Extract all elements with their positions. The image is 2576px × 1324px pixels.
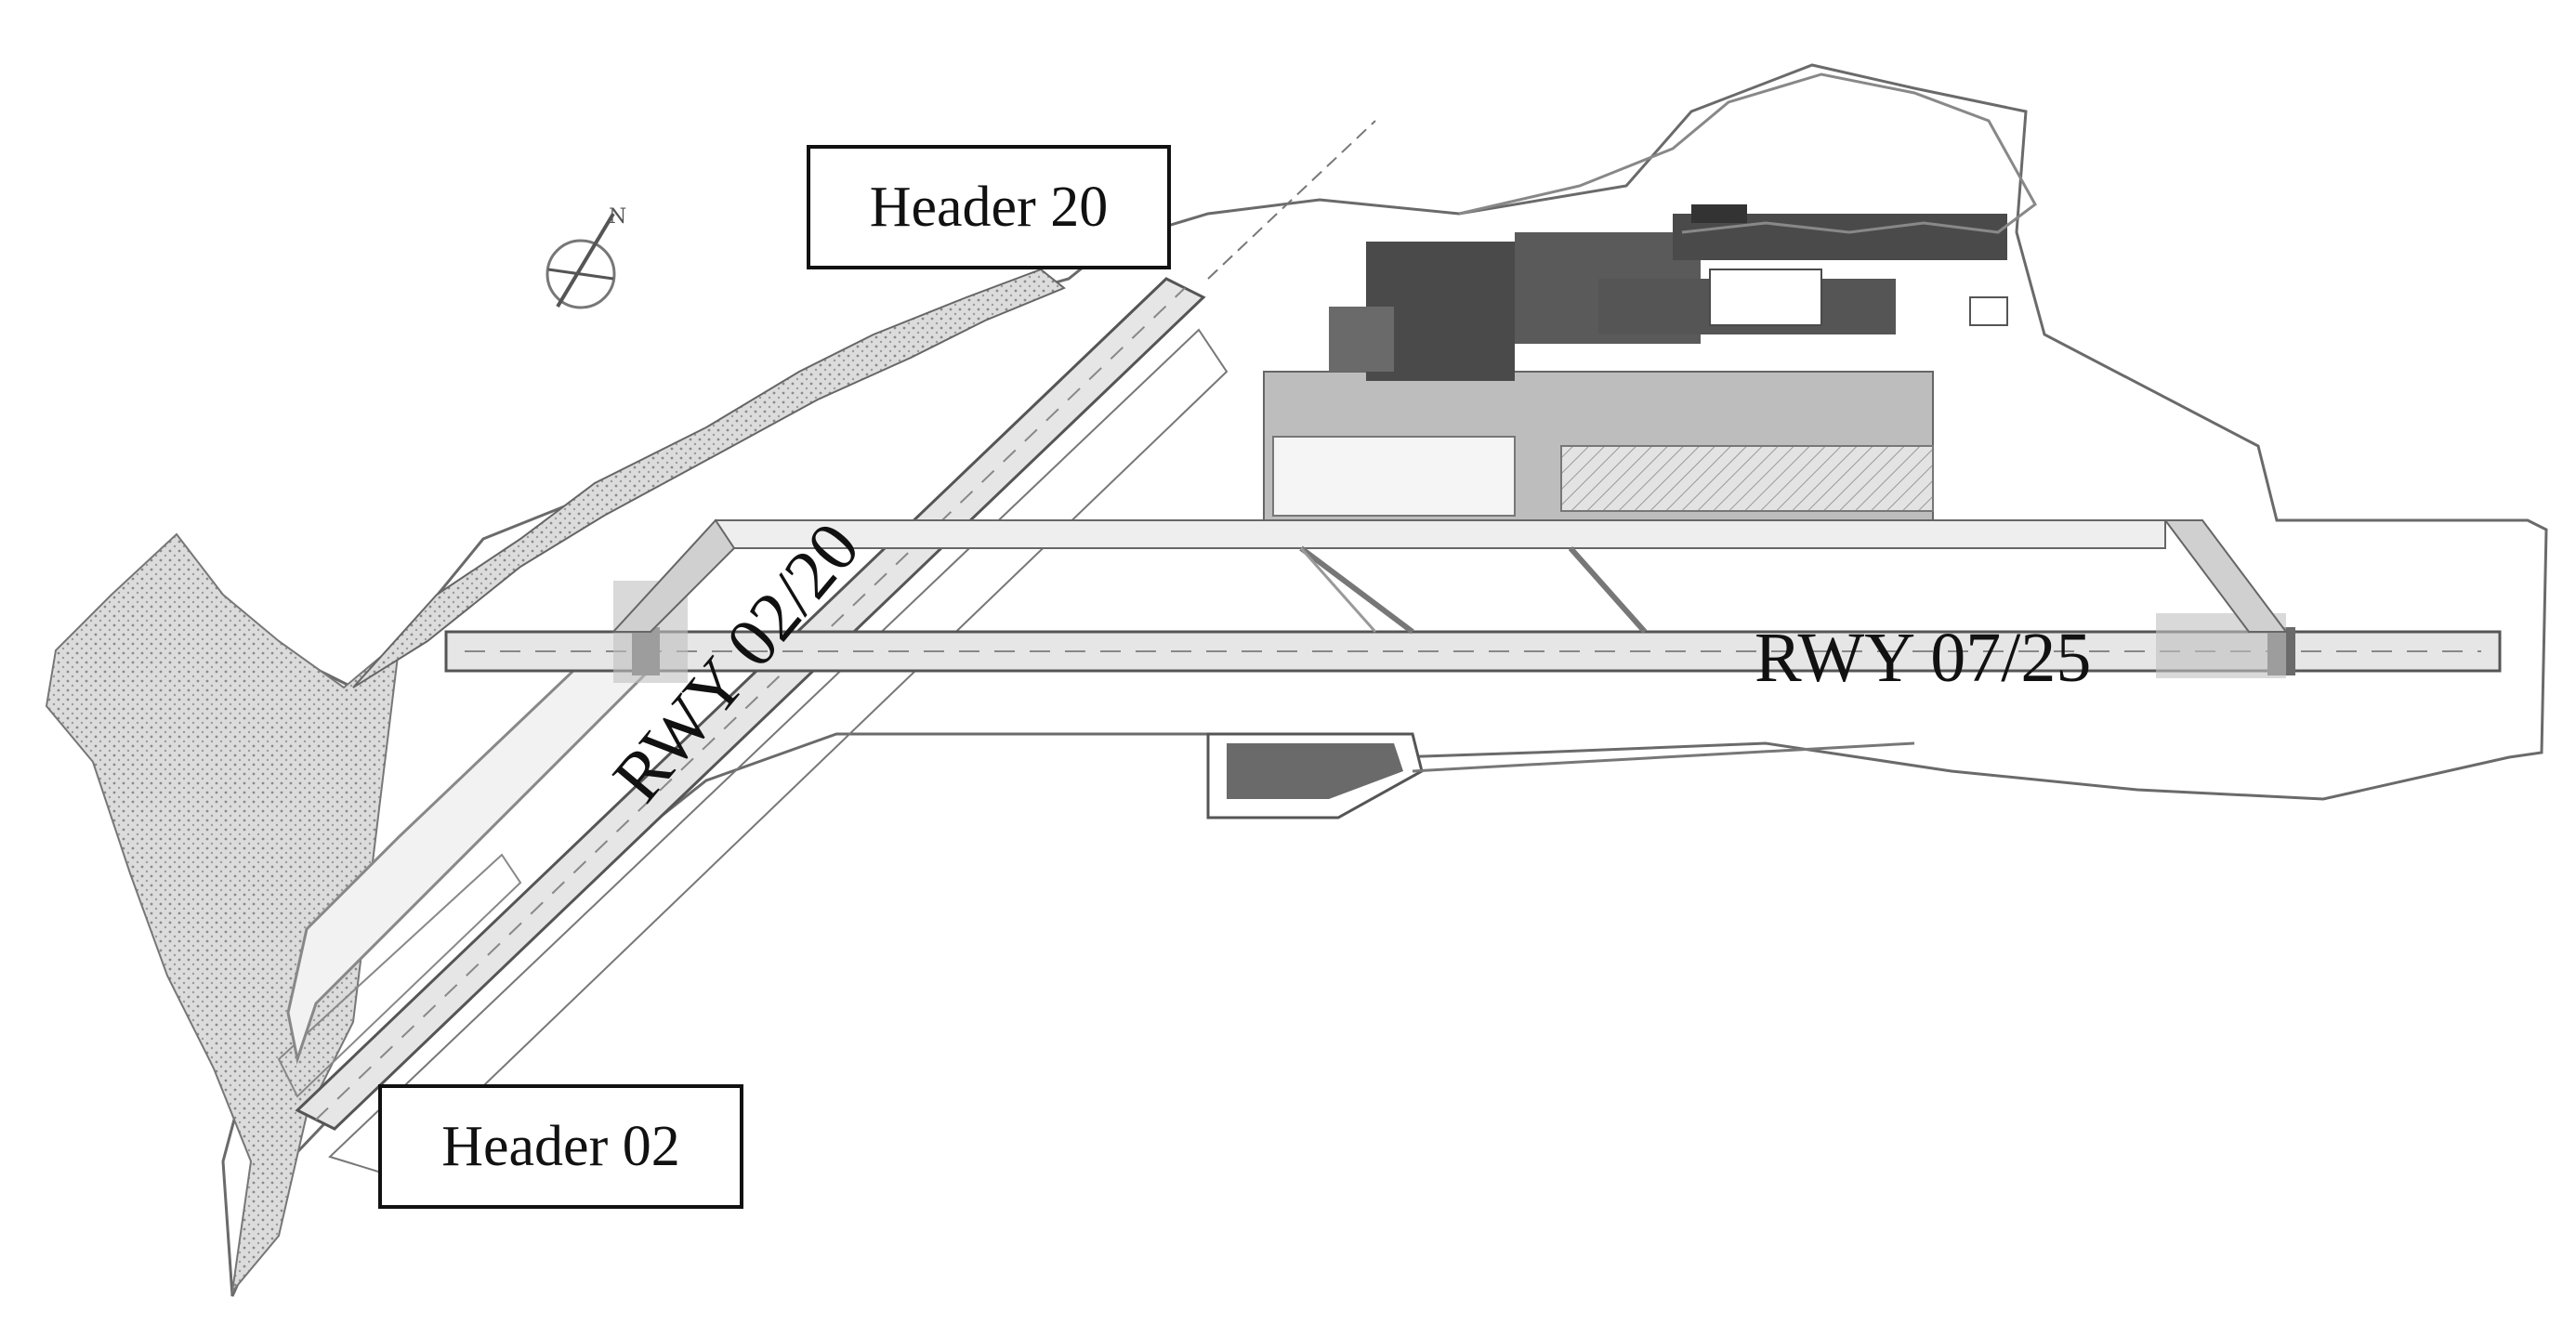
header-02-callout: Header 02 [378,1084,743,1209]
terminal-complex [1329,204,2008,381]
runway-07-25-label: RWY 07/25 [1755,619,2092,697]
approach-line [1207,120,1376,280]
taxiway-02-20 [286,649,653,1065]
south-annex [1206,732,1915,819]
runway-07-25 [444,581,2502,683]
hillside-road [1458,72,2037,234]
svg-text:N: N [609,205,626,229]
header-20-label: Header 20 [869,175,1109,239]
header-20-callout: Header 20 [807,145,1171,269]
runway-02-20 [277,277,1229,1177]
parallel-taxiway [611,518,2288,635]
compass-north-icon: N [545,205,626,309]
apron [1263,371,1934,521]
shoreline-north [352,268,1066,688]
header-02-label: Header 02 [441,1114,680,1178]
